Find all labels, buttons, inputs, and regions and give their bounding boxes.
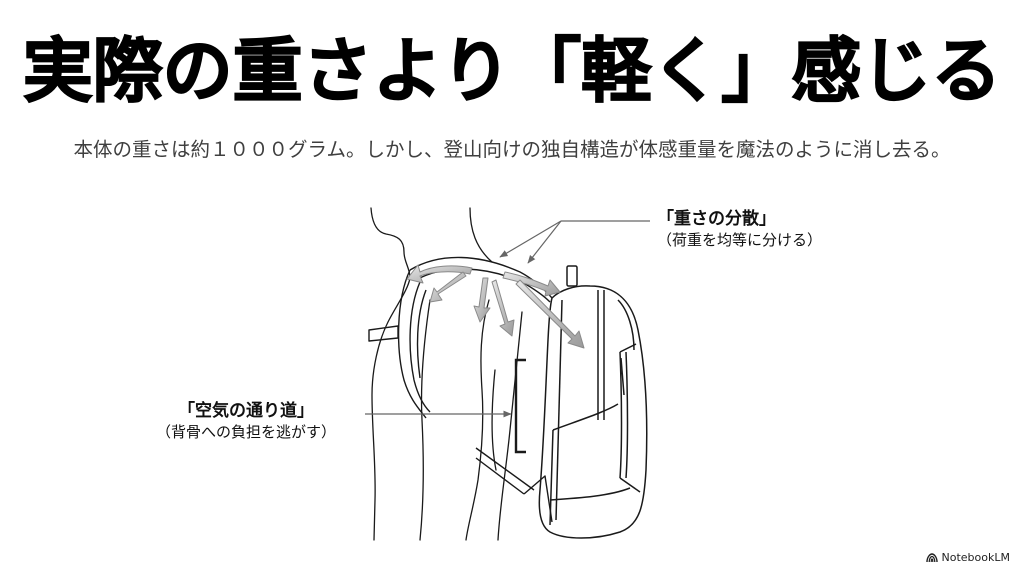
- callout-air-channel: 「空気の通り道」 （背骨への負担を逃がす）: [156, 400, 336, 442]
- arrow-right-icon: [502, 271, 561, 297]
- weight-leader: [499, 220, 650, 264]
- arrow-downleft-icon: [429, 271, 467, 303]
- callout-heading: 「空気の通り道」: [177, 401, 314, 421]
- shoulder-strap: [368, 256, 553, 523]
- notebooklm-logo-icon: [925, 553, 938, 562]
- weight-arrows: [406, 264, 585, 349]
- callout-detail: （荷重を均等に分ける）: [657, 231, 823, 249]
- person-outline: [370, 207, 523, 541]
- arrow-downright-icon: [491, 279, 515, 337]
- callout-heading: 「重さの分散」: [657, 209, 776, 229]
- slide-subtitle: 本体の重さは約１０００グラム。しかし、登山向けの独自構造が体感重量を魔法のように…: [73, 138, 951, 161]
- callout-weight-distribution: 「重さの分散」 （荷重を均等に分ける）: [657, 208, 822, 250]
- slide-title: 実際の重さより「軽く」感じる: [22, 29, 1002, 113]
- arrow-down-icon: [473, 277, 491, 323]
- backpack-body: [538, 265, 648, 539]
- arrow-diagonal-icon: [515, 279, 585, 349]
- air-channel-bracket: [514, 358, 526, 454]
- brand-watermark: NotebookLM: [925, 551, 1010, 564]
- arrow-left-icon: [406, 264, 473, 284]
- brand-label: NotebookLM: [941, 551, 1010, 564]
- callout-detail: （背骨への負担を逃がす）: [155, 423, 336, 441]
